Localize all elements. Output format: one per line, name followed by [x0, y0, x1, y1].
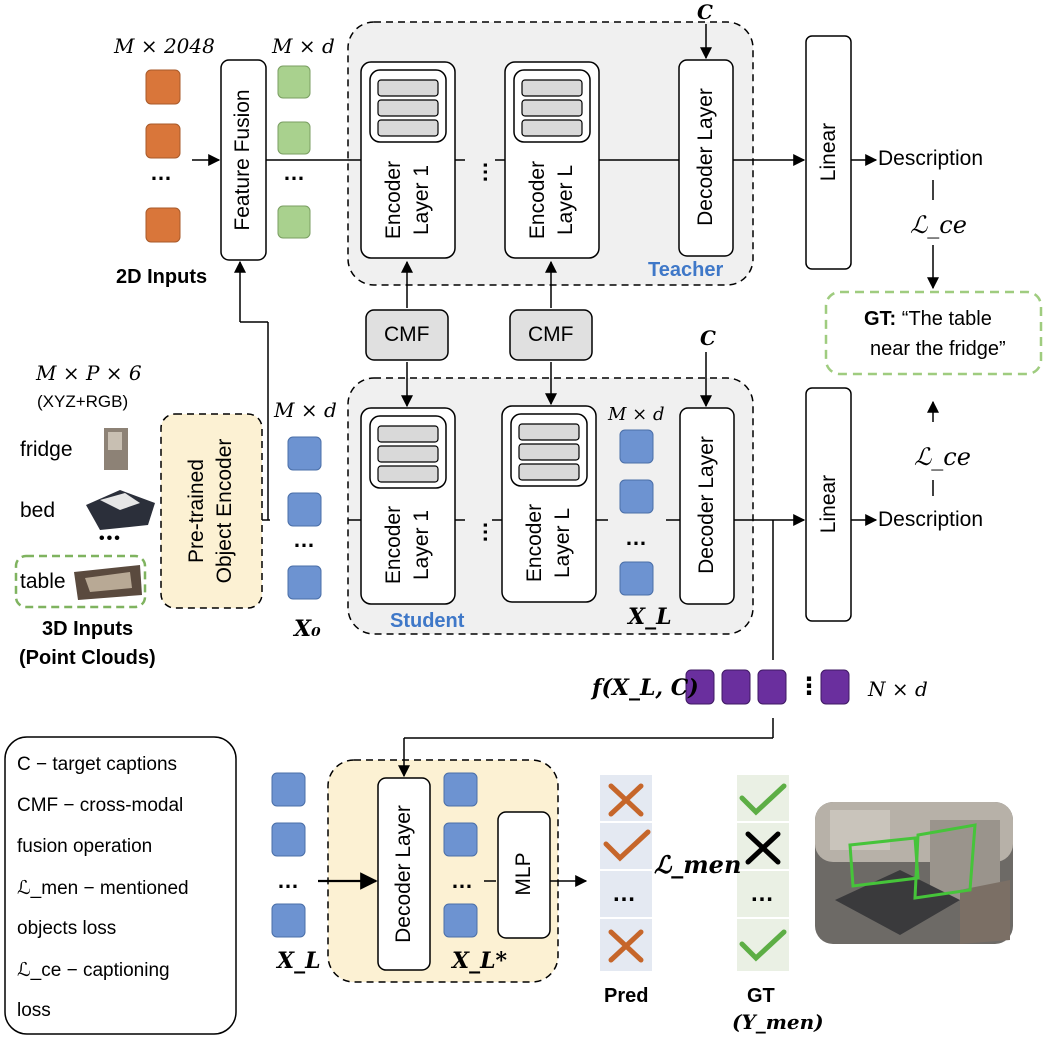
cmf-label-2: CMF — [528, 323, 574, 346]
teacher-encoder-L-label: Encoder Layer L — [526, 160, 577, 240]
loss-ce-bottom: ℒ_ce — [914, 443, 971, 471]
student-dots: … — [467, 521, 492, 543]
teacher-decoder-label: Decoder Layer — [694, 88, 717, 226]
student-c-label: C — [700, 326, 716, 350]
xl-dots: … — [625, 525, 647, 550]
gt-dots: … — [750, 880, 774, 907]
bottom-decoder-label: Decoder Layer — [392, 805, 415, 943]
x0-dim: M × d — [274, 398, 337, 422]
bottom-xl-dots: … — [277, 868, 299, 893]
3d-inputs-caption: 3D Inputs — [42, 618, 134, 640]
teacher-label: Teacher — [648, 259, 724, 281]
3d-input-channels: (XYZ+RGB) — [37, 392, 129, 411]
object-encoder-label: Pre-trained Object Encoder — [185, 438, 236, 584]
2d-dots: … — [150, 160, 172, 185]
2d-input-dim: M × 2048 — [114, 34, 215, 58]
gt-sublabel: (Y_men) — [732, 1010, 824, 1034]
gt-caption-line2: near the fridge” — [870, 338, 1006, 360]
loss-men: ℒ_men — [654, 850, 742, 879]
2d-inputs-caption: 2D Inputs — [116, 266, 208, 288]
teacher-c-label: C — [697, 0, 713, 24]
scene-thumbnail — [815, 802, 1013, 944]
f-output-label: f(X_L, C) — [592, 675, 699, 701]
student-label: Student — [390, 610, 465, 632]
pred-dots: … — [612, 880, 636, 907]
loss-ce-top: ℒ_ce — [910, 211, 967, 239]
object-thumbnails — [74, 428, 155, 600]
object-table: table — [20, 570, 66, 593]
legend-line-1: C − target captions — [17, 754, 178, 775]
legend-line-5: objects loss — [17, 918, 117, 939]
legend-line-4: ℒ_men − mentioned — [17, 878, 189, 899]
legend-line-6: ℒ_ce − captioning — [17, 960, 170, 981]
f-output-dim: N × d — [868, 677, 928, 701]
f-output-dots: ⋮ — [797, 673, 821, 700]
cmf-label-1: CMF — [384, 323, 430, 346]
student-linear-label: Linear — [817, 474, 840, 534]
3d-inputs-subcaption: (Point Clouds) — [19, 647, 156, 669]
object-bed: bed — [20, 499, 56, 522]
bottom-xlstar-dots: … — [451, 868, 473, 893]
teacher-encoder-1-label: Encoder Layer 1 — [382, 160, 433, 240]
pred-label: Pred — [604, 985, 649, 1007]
bottom-xlstar-label: X_L* — [452, 948, 508, 974]
student-decoder-label: Decoder Layer — [695, 436, 718, 574]
object-encoder-box — [160, 413, 263, 609]
teacher-linear-label: Linear — [817, 122, 840, 182]
legend-box — [4, 736, 237, 1035]
gt-label: GT — [747, 985, 775, 1007]
xl-label: X_L — [628, 604, 672, 630]
student-description: Description — [878, 508, 984, 531]
x0-label: X₀ — [294, 616, 321, 642]
object-fridge: fridge — [20, 438, 73, 461]
mlp-label: MLP — [512, 852, 535, 896]
xl-dim: M × d — [608, 404, 665, 425]
table-highlight-box — [14, 554, 147, 609]
3d-input-dim: M × P × 6 — [36, 361, 142, 385]
x0-dots: … — [293, 527, 315, 552]
feature-fusion-label: Feature Fusion — [231, 89, 254, 231]
student-encoder-L-label: Encoder Layer L — [523, 503, 574, 583]
objects-dots: ••• — [99, 530, 122, 547]
gt-caption-line1: GT: “The table — [864, 308, 992, 330]
bottom-xl-label: X_L — [277, 948, 321, 974]
teacher-description: Description — [878, 147, 984, 170]
gt-caption-box — [824, 290, 1043, 376]
student-encoder-1-label: Encoder Layer 1 — [382, 505, 433, 585]
fused-dots: … — [283, 160, 305, 185]
fused-dim: M × d — [272, 34, 335, 58]
legend-line-3: fusion operation — [17, 836, 153, 857]
legend-line-7: loss — [17, 1000, 51, 1021]
legend-line-2: CMF − cross-modal — [17, 795, 184, 816]
teacher-dots: … — [467, 161, 492, 183]
